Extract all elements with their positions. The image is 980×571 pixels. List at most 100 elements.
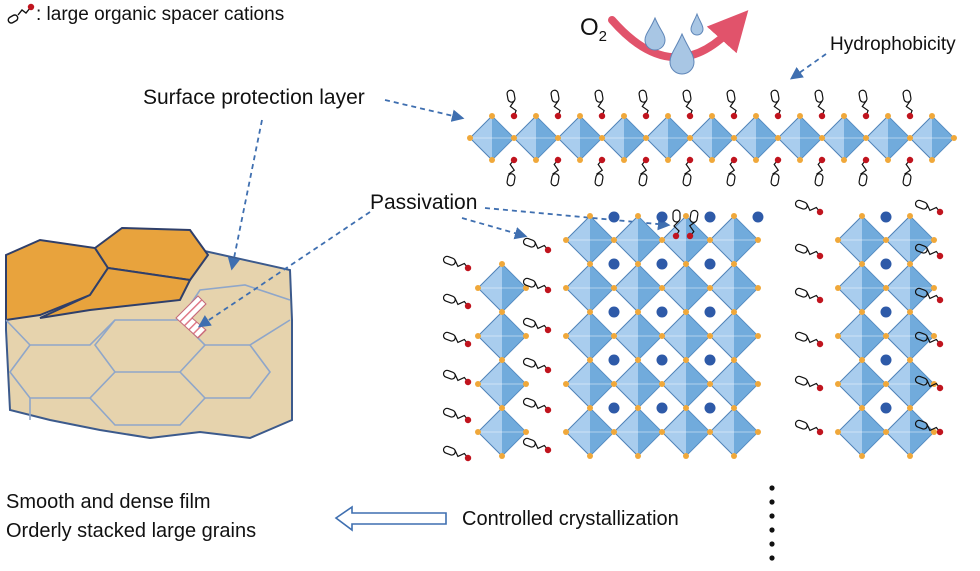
spacer-ring	[550, 173, 560, 187]
corner-atom	[563, 333, 569, 339]
corner-atom	[753, 113, 759, 119]
a-site-cation	[880, 306, 892, 318]
corner-atom	[859, 309, 865, 315]
spacer-cation	[814, 156, 826, 187]
corner-atom	[611, 285, 617, 291]
spacer-ring	[594, 89, 604, 103]
corner-atom	[683, 357, 689, 363]
spacer-cation	[522, 397, 552, 414]
spacer-ring	[522, 277, 536, 288]
spacer-cation	[770, 89, 782, 120]
spacer-head	[554, 156, 562, 164]
spacer-head	[544, 366, 552, 374]
spacer-head	[464, 264, 472, 272]
spacer-ring	[682, 173, 692, 187]
spacer-head	[464, 378, 472, 386]
spacer-ring	[682, 89, 692, 103]
corner-atom	[835, 285, 841, 291]
corner-atom	[709, 157, 715, 163]
corner-atom	[731, 261, 737, 267]
spacer-cation	[522, 317, 552, 334]
spacer-cation	[682, 156, 694, 187]
spacer-cation	[682, 89, 694, 120]
film-line-2: Orderly stacked large grains	[6, 520, 257, 542]
spacer-head	[464, 302, 472, 310]
corner-atom	[611, 237, 617, 243]
water-droplet-icon	[644, 12, 704, 75]
corner-atom	[707, 285, 713, 291]
corner-atom	[523, 429, 529, 435]
spacer-ring	[794, 331, 808, 342]
corner-atom	[587, 213, 593, 219]
spacer-cation	[442, 293, 472, 310]
spacer-cation	[442, 407, 472, 424]
spacer-ring	[794, 199, 808, 210]
spacer-ring	[858, 89, 868, 103]
spacer-cation	[794, 331, 824, 348]
corner-atom	[659, 237, 665, 243]
spacer-cation	[902, 89, 914, 120]
corner-atom	[819, 135, 825, 141]
corner-atom	[931, 429, 937, 435]
corner-atom	[683, 213, 689, 219]
a-site-cation	[656, 211, 668, 223]
corner-atom	[563, 429, 569, 435]
spacer-head	[510, 156, 518, 164]
spacer-ring	[442, 445, 456, 456]
a-site-cation	[704, 211, 716, 223]
corner-atom	[665, 113, 671, 119]
a-site-cation	[608, 402, 620, 414]
spacer-cation	[638, 89, 650, 120]
spacer-head	[464, 340, 472, 348]
spacer-head	[686, 112, 694, 120]
corner-atom	[635, 261, 641, 267]
corner-atom	[467, 135, 473, 141]
corner-atom	[533, 157, 539, 163]
arrow-to-surface-layer	[384, 99, 465, 122]
corner-atom	[835, 381, 841, 387]
spacer-ring	[689, 209, 699, 223]
spacer-cation	[506, 156, 518, 187]
spacer-ring	[770, 173, 780, 187]
a-site-cation	[704, 354, 716, 366]
spacer-head	[464, 454, 472, 462]
hollow-arrow-left-icon	[334, 505, 447, 532]
spacer-ring	[794, 243, 808, 254]
spacer-head	[544, 246, 552, 254]
spacer-head	[642, 156, 650, 164]
corner-atom	[475, 381, 481, 387]
a-site-cation	[608, 258, 620, 270]
corner-atom	[859, 453, 865, 459]
spacer-cation	[726, 156, 738, 187]
corner-atom	[499, 261, 505, 267]
spacer-head	[816, 296, 824, 304]
corner-atom	[755, 381, 761, 387]
spacer-head	[730, 156, 738, 164]
spacer-head	[730, 112, 738, 120]
spacer-ring	[770, 89, 780, 103]
corner-atom	[683, 261, 689, 267]
spacer-head	[862, 112, 870, 120]
spacer-cation	[914, 243, 944, 260]
spacer-ring	[638, 173, 648, 187]
spacer-head	[818, 156, 826, 164]
grain-cluster	[5, 226, 293, 440]
corner-atom	[907, 357, 913, 363]
continuation-dots	[769, 485, 775, 561]
corner-atom	[659, 381, 665, 387]
corner-atom	[797, 113, 803, 119]
corner-atom	[563, 237, 569, 243]
corner-atom	[883, 333, 889, 339]
spacer-ring	[814, 173, 824, 187]
corner-atom	[635, 213, 641, 219]
spacer-head	[544, 326, 552, 334]
corner-atom	[859, 261, 865, 267]
a-site-cation	[656, 354, 668, 366]
spacer-cation	[442, 331, 472, 348]
corner-atom	[599, 135, 605, 141]
spacer-head	[774, 112, 782, 120]
corner-atom	[587, 261, 593, 267]
spacer-ring	[442, 255, 456, 266]
spacer-head	[686, 156, 694, 164]
